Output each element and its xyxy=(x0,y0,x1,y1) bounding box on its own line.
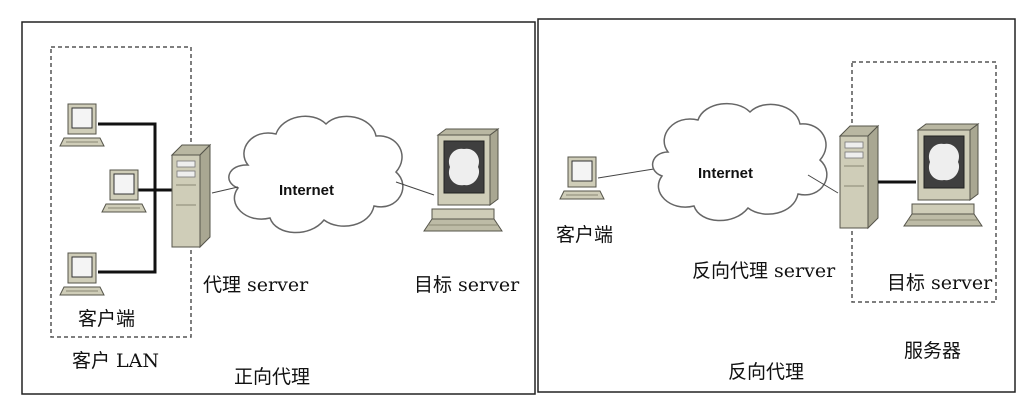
server-tower-icon xyxy=(839,125,879,229)
lan-wire xyxy=(98,122,157,274)
proxy-to-cloud-link xyxy=(211,186,239,194)
forward-caption: 正向代理 xyxy=(234,366,310,388)
client-lan-boundary xyxy=(50,46,192,338)
client-pc-icon xyxy=(59,103,105,147)
client-to-cloud-link xyxy=(597,167,661,179)
forward-internet-label: Internet xyxy=(279,182,334,199)
server-group-label: 服务器 xyxy=(904,340,961,362)
forward-panel-border xyxy=(21,21,536,395)
forward-target-label: 目标 server xyxy=(414,274,520,296)
proxy-server-label: 代理 server xyxy=(203,274,309,296)
server-tower-icon xyxy=(171,144,211,248)
reverse-proxy-server-label: 反向代理 server xyxy=(692,260,836,282)
cloud-to-reverse-proxy-link xyxy=(807,174,839,194)
client-lan-label: 客户 LAN xyxy=(72,350,159,372)
client-pc-icon xyxy=(559,156,605,200)
internet-cloud-icon xyxy=(651,102,828,222)
reverse-panel-border xyxy=(537,18,1016,393)
target-server-icon xyxy=(903,123,983,227)
cloud-to-target-link xyxy=(395,181,435,196)
reverse-internet-label: Internet xyxy=(698,165,753,182)
client-pc-icon xyxy=(59,252,105,296)
reverse-target-label: 目标 server xyxy=(887,272,993,294)
target-server-icon xyxy=(423,128,503,232)
internet-cloud-icon xyxy=(228,115,404,234)
reverse-client-label: 客户端 xyxy=(556,224,613,246)
forward-client-label: 客户端 xyxy=(78,308,135,330)
reverse-caption: 反向代理 xyxy=(728,361,804,383)
